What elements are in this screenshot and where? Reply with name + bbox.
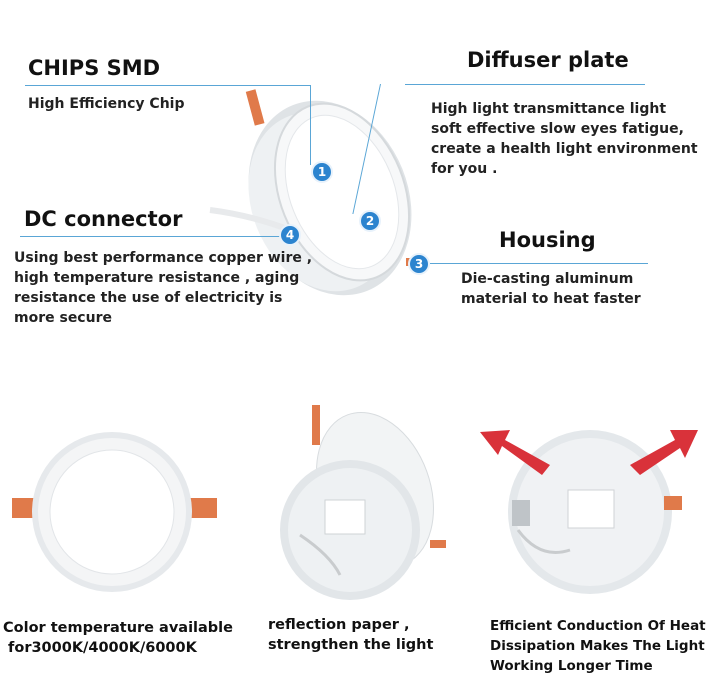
panel-light-front-image — [12, 432, 217, 592]
diffuser-title: Diffuser plate — [467, 48, 629, 72]
diffuser-leader-line — [405, 84, 645, 85]
chips-title: CHIPS SMD — [28, 56, 161, 80]
panel-light-back-image — [280, 405, 446, 600]
caption-reflection-paper: reflection paper , strengthen the light — [268, 617, 434, 653]
housing-desc: Die-casting aluminum material to heat fa… — [461, 271, 641, 307]
housing-leader-line — [430, 263, 648, 264]
chips-desc: High Efficiency Chip — [28, 96, 185, 112]
badge-1: 1 — [311, 161, 333, 183]
badge-2: 2 — [359, 210, 381, 232]
diffuser-desc: High light transmittance light soft effe… — [431, 101, 698, 177]
chips-leader-line — [25, 85, 310, 86]
panel-light-top-image — [209, 89, 420, 296]
badge-3: 3 — [408, 253, 430, 275]
panel-light-heat-image — [480, 430, 698, 594]
dc-desc: Using best performance copper wire , hig… — [14, 250, 313, 326]
badge-4: 4 — [279, 224, 301, 246]
caption-color-temperature: Color temperature available for3000K/400… — [3, 620, 233, 656]
dc-leader-line — [20, 236, 290, 237]
caption-heat-dissipation: Efficient Conduction Of Heat Dissipation… — [490, 618, 706, 674]
dc-title: DC connector — [24, 207, 183, 231]
housing-title: Housing — [499, 228, 596, 252]
chips-leader-vertical — [310, 85, 311, 165]
